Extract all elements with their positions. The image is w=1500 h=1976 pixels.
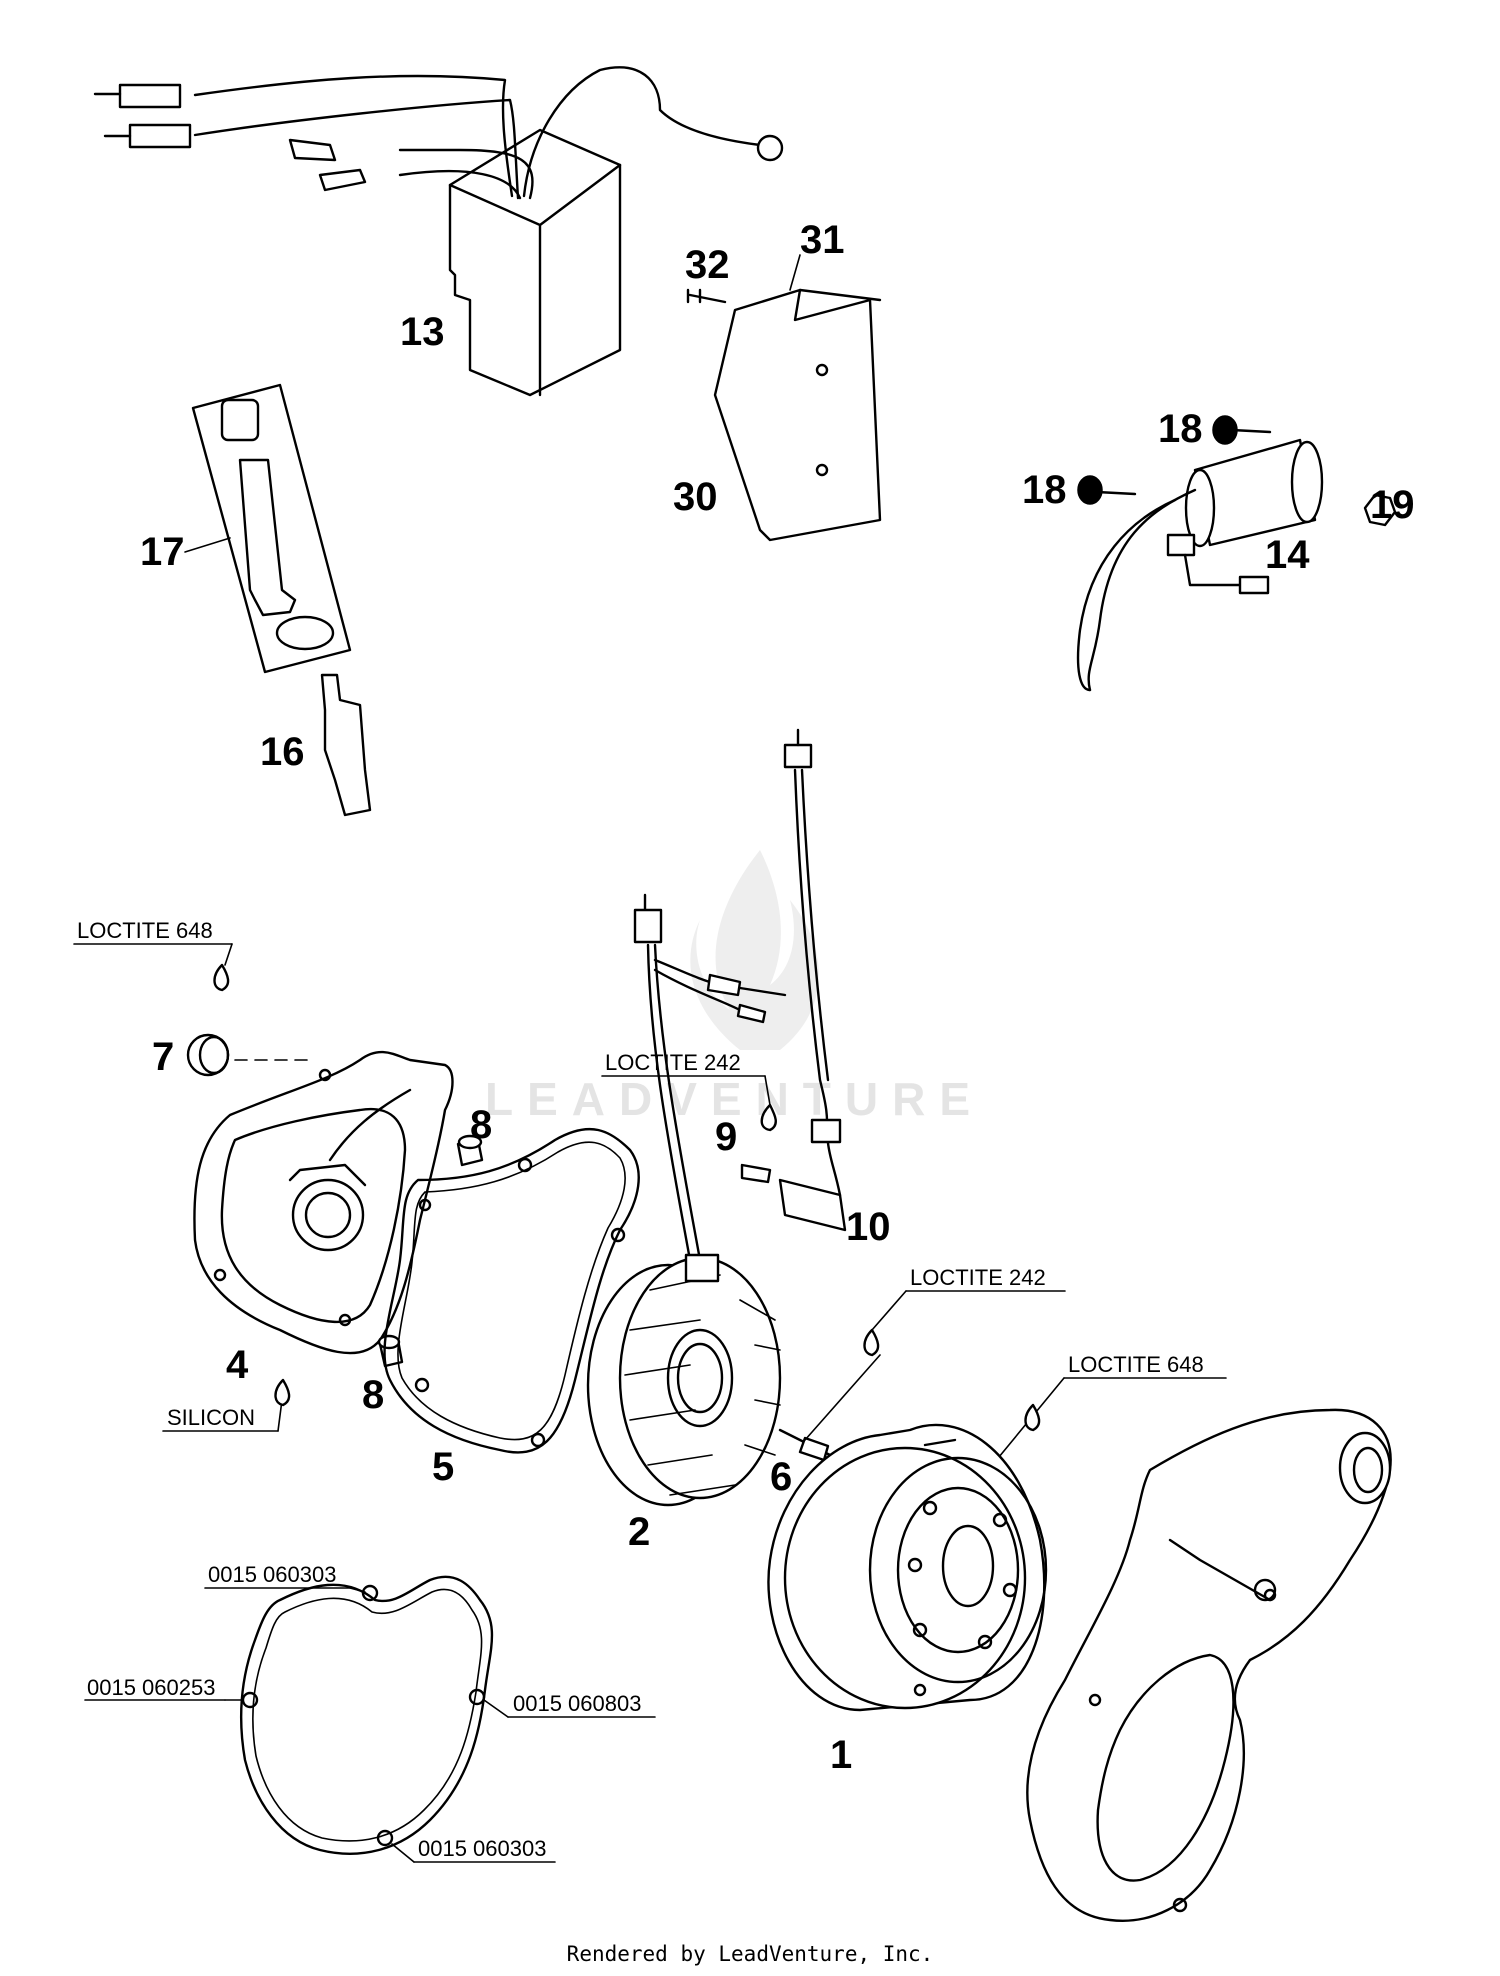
leadventure-watermark: LEADVENTURE xyxy=(485,850,984,1125)
callout-1: 1 xyxy=(830,1733,852,1777)
note-loctite-648-right: LOCTITE 648 xyxy=(1068,1352,1204,1377)
note-loctite-242-right: LOCTITE 242 xyxy=(910,1265,1046,1290)
drop-icon-648-top xyxy=(213,963,230,992)
watermark-text: LEADVENTURE xyxy=(485,1073,984,1125)
callout-13: 13 xyxy=(400,310,445,354)
callout-16: 16 xyxy=(260,730,305,774)
dowel-8-upper xyxy=(456,1134,484,1167)
cdi-bracket xyxy=(686,288,882,542)
bushing-7 xyxy=(186,1033,230,1077)
callout-6: 6 xyxy=(770,1455,792,1499)
pickup-connector xyxy=(783,743,813,769)
callout-8-upper: 8 xyxy=(470,1103,492,1147)
connector-b xyxy=(128,123,192,149)
callout-4: 4 xyxy=(226,1343,249,1387)
note-gasket-right: 0015 060803 xyxy=(513,1691,641,1716)
ring-terminal xyxy=(756,134,784,162)
callout-7: 7 xyxy=(152,1035,174,1079)
callout-19: 19 xyxy=(1370,483,1415,527)
connector-a xyxy=(118,83,182,109)
note-gasket-top: 0015 060303 xyxy=(208,1562,336,1587)
callout-8-lower: 8 xyxy=(362,1373,384,1417)
callout-18-upper: 18 xyxy=(1158,407,1203,451)
callout-32: 32 xyxy=(685,243,730,287)
drop-icon-silicon xyxy=(274,1378,291,1407)
reference-gasket xyxy=(239,1575,494,1855)
callout-17: 17 xyxy=(140,530,185,574)
cdi-unit xyxy=(93,66,784,397)
note-silicon: SILICON xyxy=(167,1405,255,1430)
note-gasket-left: 0015 060253 xyxy=(87,1675,215,1700)
gasket-5 xyxy=(383,1127,640,1454)
stator-2 xyxy=(586,1253,782,1507)
note-loctite-648-top: LOCTITE 648 xyxy=(77,918,213,943)
drop-icon-242-right xyxy=(863,1328,880,1357)
note-gasket-bottom: 0015 060303 xyxy=(418,1836,546,1861)
callout-9: 9 xyxy=(715,1115,737,1159)
ignition-cover xyxy=(193,1050,454,1355)
drop-icon-648-right xyxy=(1024,1403,1041,1432)
callout-14: 14 xyxy=(1265,533,1310,577)
pickup-harness xyxy=(633,728,847,1262)
spark-plug-cap xyxy=(191,383,372,817)
callout-10: 10 xyxy=(846,1205,891,1249)
footer-credit: Rendered by LeadVenture, Inc. xyxy=(566,1942,934,1966)
callout-2: 2 xyxy=(628,1510,650,1554)
ignition-coil xyxy=(1076,415,1397,692)
note-loctite-242-mid: LOCTITE 242 xyxy=(605,1050,741,1075)
flywheel-1 xyxy=(767,1423,1048,1712)
drop-icon-mid xyxy=(760,1103,777,1132)
outer-cover xyxy=(1026,1408,1392,1922)
callout-5: 5 xyxy=(432,1445,454,1489)
callout-31: 31 xyxy=(800,218,845,262)
callout-18-lower: 18 xyxy=(1022,468,1067,512)
callout-30: 30 xyxy=(673,475,718,519)
